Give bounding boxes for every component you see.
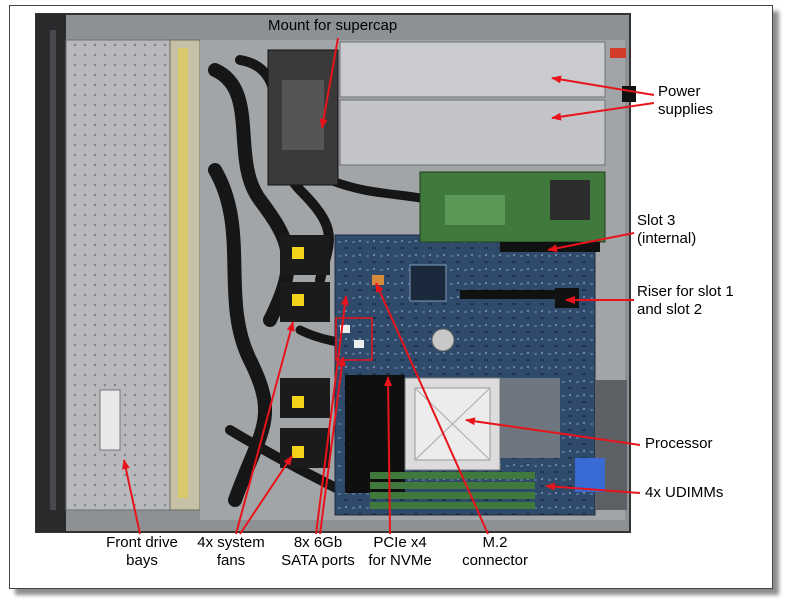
arrow-processor [465, 417, 641, 446]
arrow-udimms [545, 482, 641, 494]
arrow-supercap [319, 37, 339, 129]
arrow-psu-2 [551, 102, 655, 121]
label-processor: Processor [645, 435, 713, 452]
server-photo [35, 13, 636, 533]
arrow-front-bays [121, 459, 141, 535]
chipset [409, 264, 447, 302]
label-sata-ports: 8x 6Gb SATA ports [281, 534, 355, 569]
udimm-slots [370, 472, 535, 509]
label-mount-supercap: Mount for supercap [268, 17, 398, 34]
system-fans [280, 235, 330, 468]
label-power-supplies: Power supplies [658, 83, 714, 118]
arrow-pcie [384, 376, 393, 535]
label-riser: Riser for slot 1 and slot 2 [637, 283, 734, 318]
label-slot3: Slot 3 (internal) [637, 212, 697, 247]
arrow-slot3 [547, 232, 635, 253]
arrow-sata-2 [319, 356, 346, 535]
label-front-drive-bays: Front drive bays [106, 534, 178, 569]
power-supply-2 [339, 99, 606, 166]
arrow-sata-1 [315, 295, 349, 535]
power-supply-1 [339, 41, 606, 98]
arrow-m2 [375, 282, 489, 535]
label-m2-connector: M.2 connector [462, 534, 528, 569]
arrow-fans-1 [235, 321, 295, 535]
label-pcie-nvme: PCIe x4 for NVMe [368, 534, 432, 569]
callout-arrows [121, 37, 655, 535]
sata-ports [335, 317, 373, 361]
label-system-fans: 4x system fans [197, 534, 265, 569]
arrow-fans-2 [239, 455, 293, 535]
arrow-psu-1 [551, 75, 655, 96]
label-udimms: 4x UDIMMs [645, 484, 724, 501]
riser-slot [460, 290, 570, 299]
